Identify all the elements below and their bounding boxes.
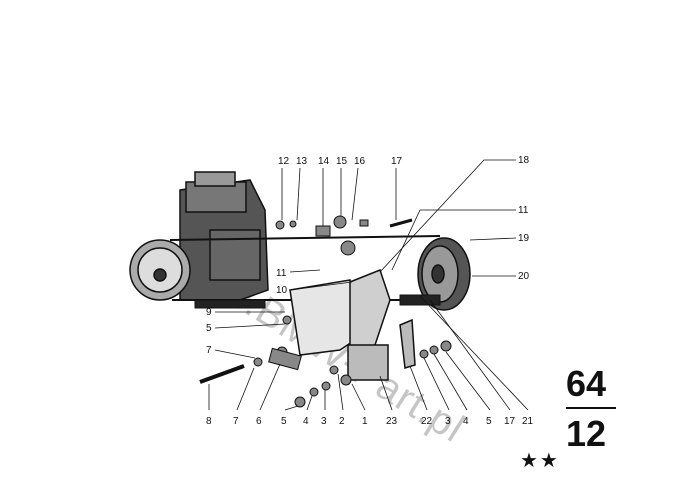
callout-bottom-4: 5: [281, 416, 287, 427]
compressor: [129, 171, 269, 301]
hardware-parts: [194, 215, 452, 408]
callout-bottom-15: 21: [522, 416, 534, 427]
callout-left-4: 5: [206, 323, 212, 334]
callout-right-2: 19: [518, 233, 530, 244]
callout-bottom-6: 3: [321, 416, 327, 427]
callout-left-1: 11: [276, 268, 287, 279]
group-code-divider: [566, 407, 616, 409]
callout-right-1: 11: [518, 205, 529, 216]
callout-bottom-1: 8: [206, 416, 212, 427]
callout-bottom-12: 4: [463, 416, 469, 427]
callout-top-5: 16: [354, 156, 366, 167]
callout-top-4: 15: [336, 156, 348, 167]
callout-left-3: 9: [206, 307, 212, 318]
callout-right-3: 20: [518, 271, 530, 282]
callout-top-7: 18: [518, 155, 530, 166]
callout-bottom-10: 22: [421, 416, 433, 427]
group-code-main: 64: [566, 363, 607, 404]
pulley: [417, 237, 471, 311]
callout-top-3: 14: [318, 156, 330, 167]
callout-top-1: 12: [278, 156, 290, 167]
callout-left-2: 10: [276, 285, 288, 296]
callout-bottom-5: 4: [303, 416, 309, 427]
group-code-sub: 12: [566, 413, 607, 454]
callout-bottom-3: 6: [256, 416, 262, 427]
callout-bottom-2: 7: [233, 416, 239, 427]
callout-bottom-14: 17: [504, 416, 516, 427]
callout-bottom-13: 5: [486, 416, 492, 427]
callout-left-5: 7: [206, 345, 212, 356]
mounting-bracket: [289, 269, 416, 381]
callout-labels: 12 13 14 15 16 17 18 11 19 20 11 10 9 5 …: [206, 155, 534, 427]
callout-top-2: 13: [296, 156, 308, 167]
star-rating: ★★: [520, 448, 560, 472]
callout-top-6: 17: [391, 156, 403, 167]
callout-bottom-9: 23: [386, 416, 398, 427]
callout-bottom-8: 1: [362, 416, 368, 427]
callout-bottom-11: 3: [445, 416, 451, 427]
leader-lines: [208, 159, 529, 411]
callout-bottom-7: 2: [339, 416, 345, 427]
